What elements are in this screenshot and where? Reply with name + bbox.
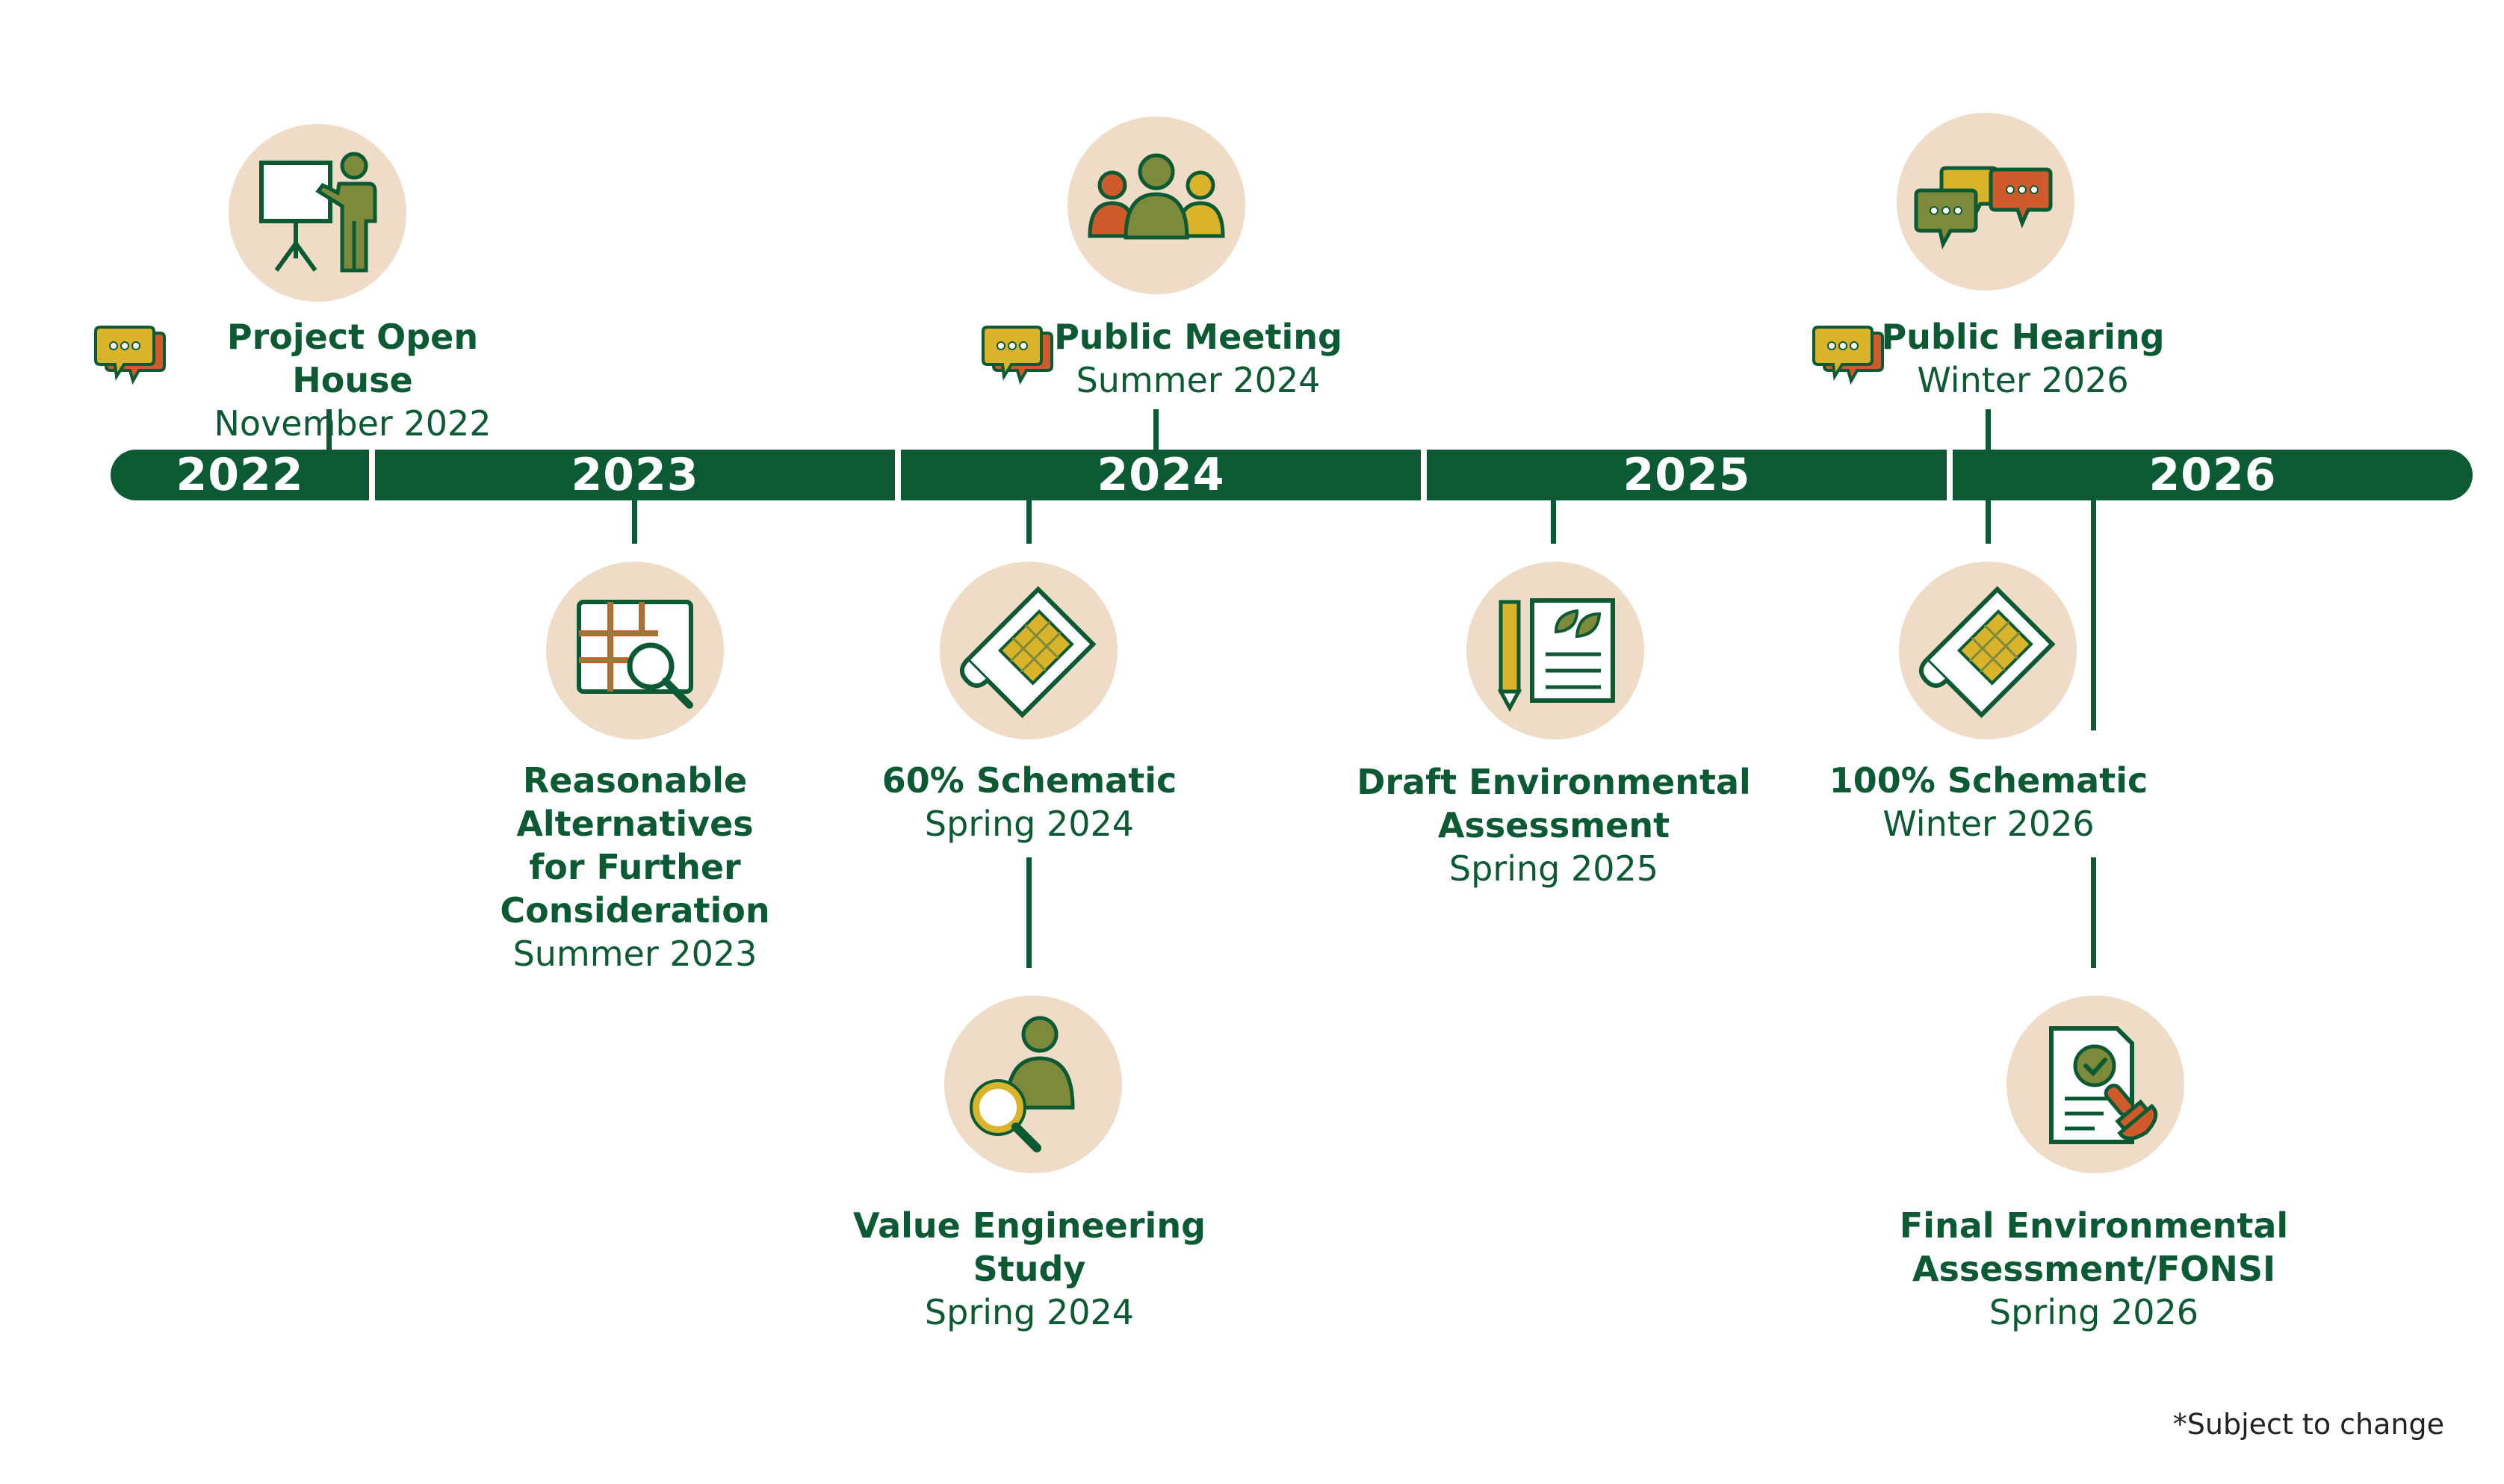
chat-bubbles-icon bbox=[1897, 113, 2074, 291]
year-segment-2024: 2024 bbox=[901, 450, 1421, 500]
blueprint-icon bbox=[940, 562, 1118, 739]
event-title-line: for Further bbox=[529, 847, 741, 887]
event-title-line: Value Engineering bbox=[853, 1205, 1206, 1246]
event-title: Public Hearing bbox=[1881, 317, 2165, 357]
connector-alternatives bbox=[632, 499, 637, 544]
chat-bubble-icon bbox=[1812, 326, 1884, 385]
connector-schematic100 bbox=[1986, 499, 1991, 544]
event-title-line: Assessment bbox=[1437, 805, 1670, 845]
connector-final-ea-upper bbox=[2091, 499, 2096, 730]
event-date: Summer 2024 bbox=[1076, 360, 1321, 400]
event-title-line: Alternatives bbox=[516, 804, 754, 844]
chat-bubble-icon bbox=[982, 326, 1053, 385]
blueprint-icon bbox=[1899, 562, 2077, 739]
connector-value-eng bbox=[1026, 857, 1032, 968]
group-icon bbox=[1067, 117, 1245, 294]
document-leaf-icon bbox=[1466, 562, 1644, 739]
year-segment-2023: 2023 bbox=[375, 450, 895, 500]
event-date: Spring 2025 bbox=[1448, 848, 1659, 889]
event-title: Public Meeting bbox=[1054, 317, 1342, 357]
event-schematic60: 60% Schematic Spring 2024 bbox=[843, 759, 1216, 845]
event-schematic100: 100% Schematic Winter 2026 bbox=[1802, 759, 2175, 845]
event-title: 100% Schematic bbox=[1829, 760, 2148, 801]
event-title-line: Reasonable bbox=[522, 760, 748, 801]
event-title: 60% Schematic bbox=[881, 760, 1177, 801]
connector-open-house bbox=[326, 409, 332, 451]
event-date: Summer 2023 bbox=[512, 934, 757, 974]
event-final-ea: Final Environmental Assessment/FONSI Spr… bbox=[1870, 1204, 2318, 1334]
event-date: Spring 2024 bbox=[924, 1292, 1135, 1332]
year-segment-2022: 2022 bbox=[111, 450, 369, 500]
connector-schematic60 bbox=[1026, 499, 1032, 544]
event-title-line: Final Environmental bbox=[1899, 1205, 2289, 1246]
year-segment-2025: 2025 bbox=[1427, 450, 1947, 500]
chat-bubble-icon bbox=[94, 326, 166, 385]
event-date: Winter 2026 bbox=[1917, 360, 2129, 400]
year-segment-2026: 2026 bbox=[1953, 450, 2473, 500]
event-date: Winter 2026 bbox=[1882, 804, 2095, 844]
map-search-icon bbox=[546, 562, 724, 739]
connector-public-meeting bbox=[1153, 409, 1159, 451]
event-public-meeting: Public Meeting Summer 2024 bbox=[1041, 315, 1355, 402]
presenter-icon bbox=[229, 124, 406, 302]
connector-draft-ea bbox=[1551, 499, 1556, 544]
event-date: November 2022 bbox=[214, 403, 492, 444]
event-alternatives: Reasonable Alternatives for Further Cons… bbox=[448, 759, 822, 975]
event-public-hearing: Public Hearing Winter 2026 bbox=[1874, 315, 2172, 402]
event-date: Spring 2024 bbox=[924, 804, 1135, 844]
footnote: *Subject to change bbox=[2172, 1408, 2444, 1441]
event-title: Project Open House bbox=[226, 317, 479, 400]
event-title-line: Assessment/FONSI bbox=[1912, 1249, 2276, 1289]
event-date: Spring 2026 bbox=[1989, 1292, 2199, 1332]
connector-final-ea-lower bbox=[2091, 857, 2096, 968]
event-title-line: Draft Environmental bbox=[1357, 762, 1751, 802]
event-draft-ea: Draft Environmental Assessment Spring 20… bbox=[1330, 760, 1778, 890]
approved-document-icon bbox=[2006, 996, 2184, 1173]
event-title-line: Study bbox=[973, 1249, 1086, 1289]
event-open-house: Project Open House November 2022 bbox=[166, 315, 539, 445]
event-title-line: Consideration bbox=[500, 890, 770, 931]
person-search-icon bbox=[944, 996, 1122, 1173]
connector-public-hearing bbox=[1986, 409, 1991, 451]
event-value-eng: Value Engineering Study Spring 2024 bbox=[805, 1204, 1253, 1334]
